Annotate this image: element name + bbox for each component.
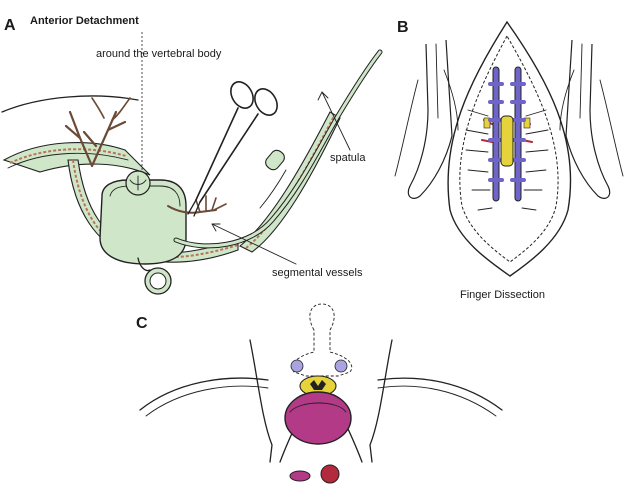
spinal-cord-section xyxy=(310,380,326,390)
vertebral-body-section xyxy=(284,391,352,445)
ganglion-left xyxy=(483,117,491,129)
nerve-root-left xyxy=(290,359,304,373)
panel-b-letter: B xyxy=(397,19,409,36)
leader-segmental-arrow xyxy=(211,223,221,232)
dura-segments xyxy=(488,82,526,182)
vertebral-body xyxy=(99,179,187,265)
muscle-outline-left xyxy=(249,339,273,463)
label-around-vertebral-body: around the vertebral body xyxy=(96,48,222,60)
clamp-shaft xyxy=(195,107,259,203)
panel-c-letter: C xyxy=(136,315,148,332)
clamp-ring-left xyxy=(230,81,254,109)
aorta-connection xyxy=(137,257,151,272)
panel-c: C xyxy=(136,303,503,484)
aorta-section xyxy=(320,464,340,484)
panel-b: B Finger Dissection xyxy=(394,19,624,301)
muscle-line xyxy=(7,152,129,169)
branch-tips xyxy=(91,97,131,121)
nerve-root-right xyxy=(334,359,348,373)
body-wall-outline xyxy=(1,95,139,113)
panel-a-letter: A xyxy=(4,17,16,34)
spatula-body xyxy=(174,50,382,248)
rib-arc-left-outer xyxy=(139,377,269,411)
ribs-left xyxy=(465,109,493,211)
spatula-instrument xyxy=(173,49,383,249)
muscle-outline-right xyxy=(369,339,393,463)
spinal-cord-grey-matter xyxy=(129,175,147,191)
aorta-lumen xyxy=(149,272,167,290)
clamp-tip xyxy=(187,199,201,217)
rib-section xyxy=(265,149,285,171)
vessel-right-branches xyxy=(195,195,227,213)
panel-a: A Anterior Detachment xyxy=(1,15,383,295)
label-segmental-vessels: segmental vessels xyxy=(272,267,363,279)
right-hand-thumb xyxy=(599,79,624,177)
chest-wall-right xyxy=(238,111,341,253)
left-hand-thumb xyxy=(394,79,419,177)
rib-arc-right-inner xyxy=(377,385,497,417)
segmental-vessel-branches xyxy=(64,110,127,168)
right-hand-fingers xyxy=(565,39,611,199)
left-hand-detail xyxy=(435,43,459,131)
spinal-cord-yellow xyxy=(500,115,514,167)
label-spatula: spatula xyxy=(330,152,366,164)
right-hand-detail xyxy=(559,43,583,131)
clamp-ring-right xyxy=(254,88,278,116)
vessel-left xyxy=(9,148,127,164)
leader-spatula-arrow xyxy=(317,91,329,101)
rib-arc-right-outer xyxy=(377,377,503,411)
panel-a-title: Anterior Detachment xyxy=(30,15,139,27)
chest-wall-inner xyxy=(259,169,287,209)
ganglion-right xyxy=(523,117,531,129)
vertebral-body-ring xyxy=(289,402,347,413)
vena-cava xyxy=(289,470,311,482)
panel-b-caption: Finger Dissection xyxy=(460,289,545,301)
ribs-right xyxy=(521,109,549,211)
rib-arc-left-inner xyxy=(145,385,269,417)
left-hand-fingers xyxy=(407,39,453,199)
leader-segmental-vessels xyxy=(211,223,297,265)
posterior-elements-dashed xyxy=(291,303,353,377)
leader-spatula xyxy=(321,91,351,151)
clamp-instrument xyxy=(187,81,278,217)
